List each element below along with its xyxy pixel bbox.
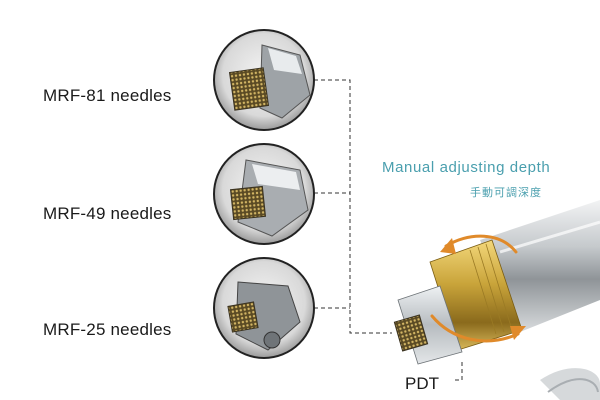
mrf49-needle-tip-illustration: [213, 143, 315, 245]
leader-lines: [314, 79, 463, 381]
mrf81-needle-tip-illustration: [213, 29, 315, 131]
mrf25-label: MRF-25 needles: [43, 320, 172, 339]
handpiece-illustration: [393, 200, 600, 400]
rotation-arrow-icon: [430, 234, 526, 343]
adjust-depth-english: Manual adjusting depth: [382, 159, 551, 176]
adjust-depth-chinese: 手動可調深度: [470, 187, 542, 199]
mrf81-label: MRF-81 needles: [43, 86, 172, 105]
leader-line-81: [314, 79, 392, 334]
leader-line-pdt: [455, 360, 463, 381]
mrf49-label: MRF-49 needles: [43, 204, 172, 223]
pdt-label: PDT: [405, 374, 439, 393]
mrf25-needle-tip-illustration: [213, 257, 315, 359]
